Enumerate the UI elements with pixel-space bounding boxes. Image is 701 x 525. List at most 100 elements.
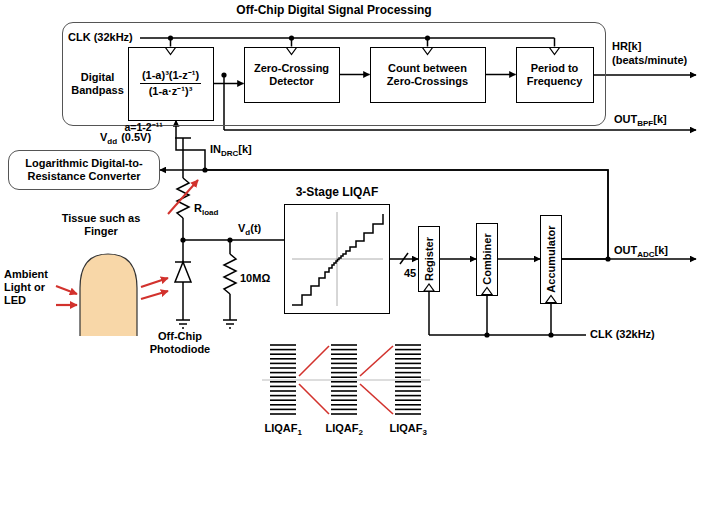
level-line [395,395,421,397]
circuit-wire [229,327,231,329]
resistor-label: Rload [194,202,218,217]
junction-dot [548,332,553,337]
bus-width: 45 [404,267,416,280]
signal-name: [k] [238,143,251,155]
process-box: Period to Frequency [516,47,594,103]
level-line [395,386,421,388]
connector [440,258,476,260]
clock-input [546,296,556,303]
level-line [331,353,357,355]
circuit-wire [224,254,236,294]
resistor-value: 10MΩ [240,272,270,285]
level-line [395,399,421,401]
box-heading: Off-Chip Digital Signal Processing [23,4,645,17]
level-line [331,363,357,365]
level-line [270,344,296,346]
part-name: Tissue such as Finger [58,212,144,238]
clock-line [140,35,586,337]
transfer-axis [292,212,383,306]
level-line [331,376,357,378]
accumulator-box: Accumulator [540,215,562,304]
circuit-wire [175,75,696,328]
level-stack [262,345,430,414]
circuit-wire [183,239,284,241]
unit-note: (beats/minute) [612,54,687,67]
signal-name: [k] [653,113,666,125]
clock-label: CLK (32kHz) [590,328,655,341]
clock-label: CLK (32kHz) [68,31,133,44]
staircase-curve [292,214,383,305]
clock-label: CLK (32kHz) [590,328,655,340]
resistor-label: R [194,202,202,214]
level-line [395,409,421,411]
box-heading: 3-Stage LIQAF [245,186,429,199]
level-line [395,390,421,392]
signal-name: d [245,228,250,237]
filter-box: Digital Bandpass(1-a)³(1-z⁻¹)(1-a·z⁻¹)³a… [128,47,214,121]
level-line [395,372,421,374]
junction-dot [221,72,226,77]
stage-label: LIQAF1 [265,422,302,437]
zoom-line [299,346,393,414]
part-name: Off-Chip Photodiode [144,330,216,356]
part-name: Tissue such as Finger [62,212,141,237]
process-box: Count between Zero-Crossings [370,47,486,103]
clock-input [166,48,176,55]
level-line [331,349,357,351]
signal-name: OUT [614,113,637,125]
light-arrow [56,304,77,306]
level-line [331,344,357,346]
signal-name: HR[k] [612,40,641,52]
level-line [331,395,357,397]
transfer-function: (1-a·z⁻¹)³ [149,84,193,98]
clock-line [486,296,488,336]
stage-label: LIQAF2 [326,422,363,437]
supply-label: dd [107,137,117,146]
level-line [395,349,421,351]
stage-label: LIQAF [326,422,359,434]
level-line [270,386,296,388]
clock-line [429,334,586,336]
level-line [270,358,296,360]
box-text: Count between Zero-Crossings [375,62,481,88]
variable-arrow [168,180,198,214]
supply-label: V [100,131,107,143]
box-text: Period to Frequency [521,62,589,88]
clock-line [428,292,430,335]
box-heading: Digital Bandpass [69,71,127,97]
level-stack [262,380,430,381]
level-line [395,344,421,346]
zoom-line [360,384,393,414]
level-line [270,376,296,378]
signal-name: [k] [655,244,668,256]
level-line [270,363,296,365]
circuit-wire [224,129,696,131]
circuit-wire [223,319,237,321]
clock-input [423,48,433,55]
clock-line [550,304,552,336]
level-line [395,353,421,355]
level-line [331,409,357,411]
level-line [395,367,421,369]
resistor-value: 10MΩ [240,272,270,284]
part-name: Off-Chip Photodiode [150,330,211,355]
signal-name: BPF [637,119,653,128]
level-line [331,413,357,415]
level-line [270,367,296,369]
signal-name: Vd(t) [238,222,261,237]
clock-input [424,284,434,291]
stage-label: 3 [423,428,427,437]
junction-dot [289,35,294,40]
level-line [331,390,357,392]
junction-dot [180,237,185,242]
clock-label: CLK (32kHz) [68,31,133,43]
level-line [331,386,357,388]
staircase-curve [292,214,383,305]
connector [214,83,244,85]
junction-dot [425,35,430,40]
stage-label: 1 [298,428,302,437]
level-line [270,404,296,406]
stage-label: LIQAF3 [390,422,427,437]
circuit-wire [594,74,696,76]
signal-name: V [238,222,245,234]
